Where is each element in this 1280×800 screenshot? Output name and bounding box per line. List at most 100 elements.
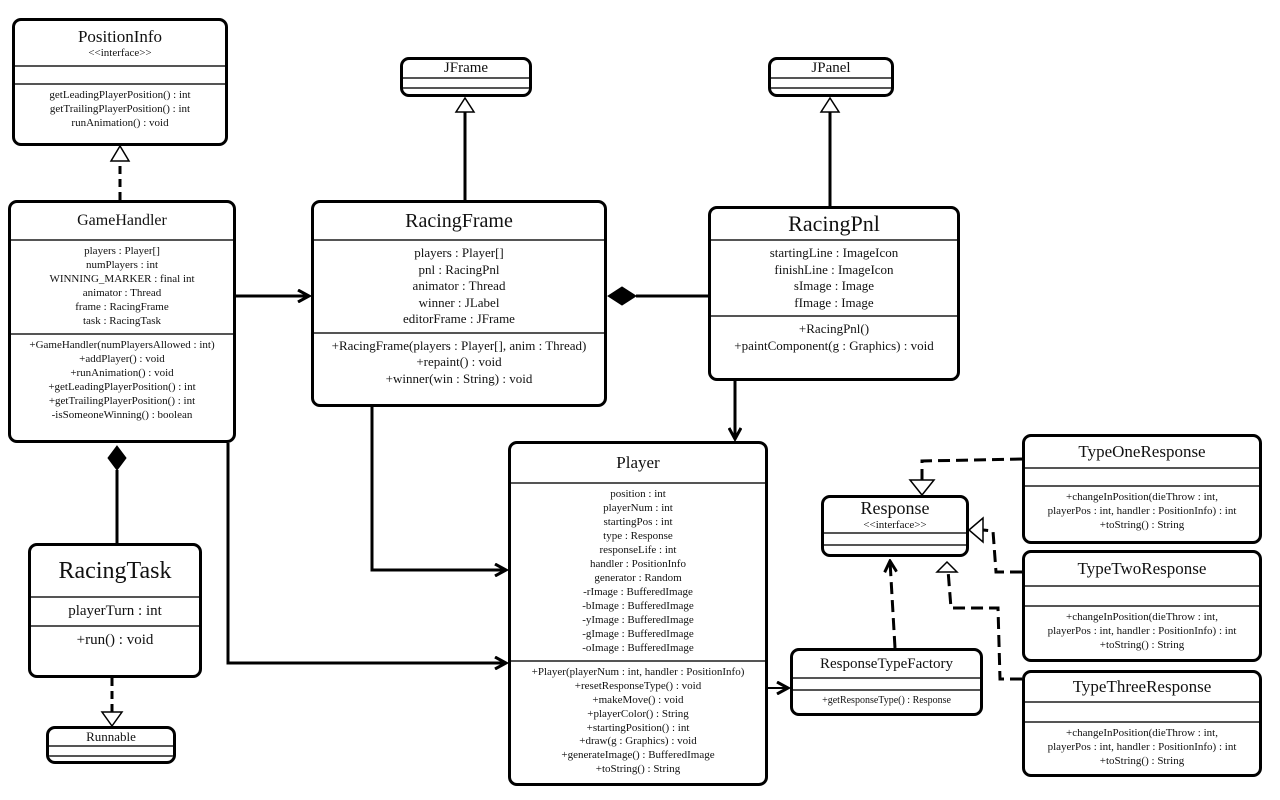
realization-typetwo-response [982,528,1022,574]
attribute: players : Player[] [84,245,160,257]
method: playerPos : int, handler : PositionInfo)… [1047,504,1237,517]
attributes-section [824,532,966,544]
class-name: RacingTask [58,557,172,584]
method: +GameHandler(numPlayersAllowed : int) [29,338,215,351]
class-header: Runnable [49,729,173,745]
method: +winner(win : String) : void [385,370,533,386]
class-response: Response<<interface>> [821,495,969,557]
class-header: PositionInfo<<interface>> [15,21,225,65]
attributes-section [49,745,173,755]
attribute: finishLine : ImageIcon [774,261,894,277]
method: +draw(g : Graphics) : void [579,735,697,748]
class-stereotype: <<interface>> [88,46,152,59]
hollow-triangle-icon [819,96,841,113]
methods-section: +getResponseType() : Response [793,689,980,713]
class-name: JPanel [811,60,851,76]
method: +run() : void [76,632,154,649]
attribute: -gImage : BufferedImage [582,627,694,640]
class-stereotype: <<interface>> [863,519,927,532]
method: +addPlayer() : void [79,352,165,365]
method: +toString() : String [1099,518,1185,531]
realization-typeone-response [920,457,1023,480]
method: +generateImage() : BufferedImage [561,749,715,762]
attribute: playerTurn : int [68,603,162,619]
attributes-section [1025,467,1259,485]
attributes-section [793,677,980,689]
attribute: sImage : Image [793,278,875,293]
method: +getLeadingPlayerPosition() : int [48,380,196,393]
methods-section: +changeInPosition(dieThrow : int,playerP… [1025,605,1259,659]
method: +RacingFrame(players : Player[], anim : … [331,337,587,353]
attribute: type : Response [603,529,673,542]
association-racingframe-player [370,407,506,570]
method: +toString() : String [595,763,681,776]
method: playerPos : int, handler : PositionInfo)… [1047,740,1237,753]
class-name: RacingFrame [405,209,513,232]
method: +changeInPosition(dieThrow : int, [1066,727,1218,739]
attribute: position : int [610,488,666,500]
attribute: winner : JLabel [418,294,500,310]
class-header: Response<<interface>> [824,498,966,532]
attributes-section [1025,585,1259,605]
attribute: players : Player[] [414,245,504,260]
method: +startingPosition() : int [586,721,690,734]
methods-section [49,755,173,761]
class-name: TypeThreeResponse [1072,677,1212,696]
methods-section [403,87,529,94]
hollow-triangle-icon [967,516,984,544]
hollow-triangle-icon [454,96,476,113]
class-racingtask: RacingTask playerTurn : int +run() : void [28,543,202,678]
class-typeoneresponse: TypeOneResponse +changeInPosition(dieThro… [1022,434,1262,544]
class-responsetypefactory: ResponseTypeFactory +getResponseType() : … [790,648,983,716]
class-name: PositionInfo [77,26,163,46]
attribute: startingLine : ImageIcon [769,245,899,260]
method: +playerColor() : String [587,707,689,720]
method: +getResponseType() : Response [822,695,951,706]
filled-diamond-icon [607,286,637,306]
attribute: -yImage : BufferedImage [582,613,694,626]
method: +repaint() : void [416,354,502,369]
methods-section: +changeInPosition(dieThrow : int,playerP… [1025,485,1259,541]
method: +makeMove() : void [592,693,684,706]
method: getLeadingPlayerPosition() : int [49,89,191,101]
class-header: TypeOneResponse [1025,437,1259,467]
method: +resetResponseType() : void [574,679,702,692]
attribute: numPlayers : int [85,258,159,271]
attribute: playerNum : int [603,501,673,514]
method: +runAnimation() : void [70,366,174,379]
methods-section [824,544,966,554]
method: +getTrailingPlayerPosition() : int [48,394,196,407]
method: +Player(playerNum : int, handler : Posit… [531,665,745,678]
method: +changeInPosition(dieThrow : int, [1066,491,1218,503]
attributes-section [771,77,891,87]
class-header: RacingPnl [711,209,957,239]
methods-section: +RacingFrame(players : Player[], anim : … [314,331,604,405]
class-typetworesponse: TypeTwoResponse+changeInPosition(dieThro… [1022,550,1262,662]
attribute: fImage : Image [794,294,874,310]
methods-section: +RacingPnl()+paintComponent(g : Graphics… [711,315,957,378]
attributes-section: playerTurn : int [31,596,199,625]
method: +paintComponent(g : Graphics) : void [734,337,934,353]
method: +toString() : String [1099,638,1185,651]
method: playerPos : int, handler : PositionInfo)… [1047,624,1237,637]
class-jframe: JFrame [400,57,532,97]
class-header: JFrame [403,60,529,77]
hollow-triangle-icon [908,479,936,497]
attribute: -rImage : BufferedImage [583,585,693,598]
hollow-triangle-icon [935,560,959,573]
attribute: editorFrame : JFrame [403,311,515,326]
class-header: TypeThreeResponse [1025,673,1259,701]
class-name: Runnable [86,729,136,744]
class-runnable: Runnable [46,726,176,764]
class-name: Response [860,498,930,519]
class-positioninfo: PositionInfo<<interface>> getLeadingPlaye… [12,18,228,146]
dependency-factory-response [890,561,895,649]
attribute: task : RacingTask [82,314,162,327]
methods-section: +GameHandler(numPlayersAllowed : int)+ad… [11,332,233,440]
class-header: ResponseTypeFactory [793,651,980,677]
